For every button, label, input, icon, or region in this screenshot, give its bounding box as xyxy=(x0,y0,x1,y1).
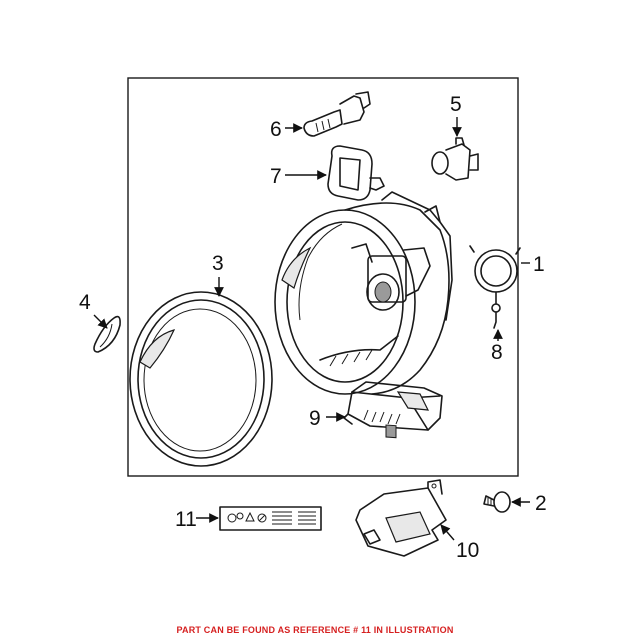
socket-cover[interactable] xyxy=(327,145,385,201)
halogen-bulb[interactable] xyxy=(303,91,371,137)
bulb-socket[interactable] xyxy=(431,137,479,181)
callout-8: 8 xyxy=(491,341,503,364)
reference-footnote: PART CAN BE FOUND AS REFERENCE # 11 IN I… xyxy=(176,625,454,635)
mounting-bracket[interactable] xyxy=(355,479,447,557)
ballast-module[interactable] xyxy=(343,381,443,439)
warning-label[interactable] xyxy=(219,506,322,531)
callout-5: 5 xyxy=(450,93,462,116)
callout-1: 1 xyxy=(533,253,545,276)
retaining-ring[interactable] xyxy=(469,245,521,329)
headlamp-lens-ring[interactable] xyxy=(129,291,273,467)
callout-10: 10 xyxy=(456,539,479,562)
callout-3: 3 xyxy=(212,252,224,275)
leader-lines xyxy=(93,117,530,541)
callout-2: 2 xyxy=(535,492,547,515)
callout-6: 6 xyxy=(270,118,282,141)
callout-7: 7 xyxy=(270,165,282,188)
callout-9: 9 xyxy=(309,407,321,430)
callout-11: 11 xyxy=(175,508,197,531)
callout-4: 4 xyxy=(79,291,91,314)
headlamp-housing[interactable] xyxy=(274,191,453,395)
push-clip[interactable] xyxy=(483,491,511,513)
side-marker-lens[interactable] xyxy=(93,315,121,353)
assembly-frame xyxy=(127,77,519,477)
